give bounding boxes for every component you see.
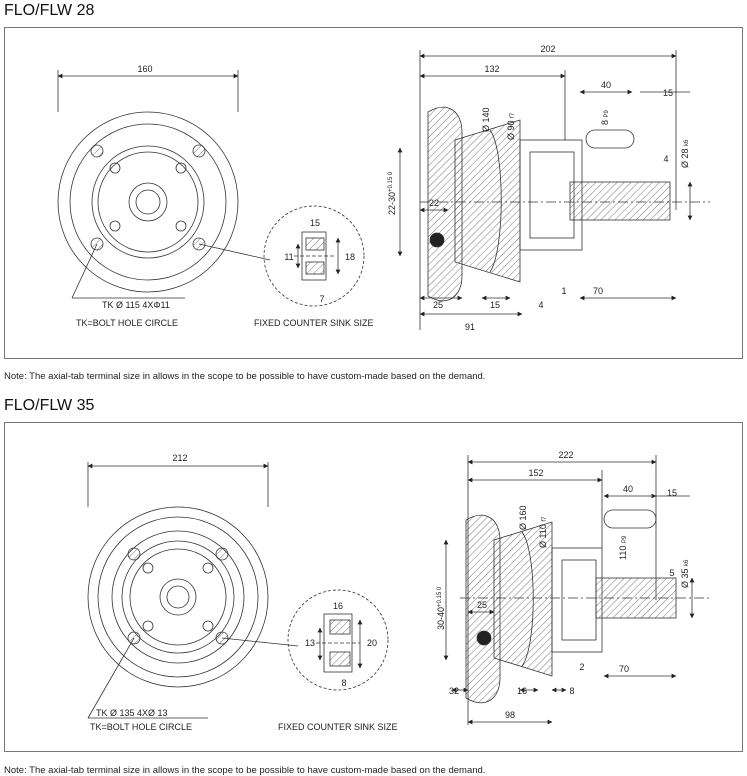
dim-vert-35: 30-40+0.15 0 [436, 586, 446, 630]
dim-b6-28: 91 [465, 322, 475, 332]
sink-bottom-35: 8 [341, 678, 346, 688]
dim-b3-28: 4 [538, 300, 543, 310]
dim-b4-35: 2 [579, 662, 584, 672]
dim-vert-28: 22-30+0.15 0 [387, 171, 397, 215]
dim-key-off-28: 15 [663, 88, 673, 98]
dim-b5-28: 70 [593, 286, 603, 296]
drawing-frame-35 [4, 422, 743, 752]
dim-key-w-35: 110 P9 [618, 535, 628, 560]
dim-hub-28: Ø 140 [481, 107, 491, 132]
bolt-circle-28: TK Ø 115 4XΦ11 [102, 300, 170, 310]
dim-bore-35: 25 [477, 600, 487, 610]
dim-key-len-35: 40 [623, 484, 633, 494]
dim-depth-28: 4 [663, 154, 668, 164]
bolt-legend-28: TK=BOLT HOLE CIRCLE [76, 318, 178, 328]
dim-key-w-28: 8 P9 [600, 109, 610, 125]
dim-pilot-28: Ø 90 f7 [506, 112, 516, 140]
dim-depth-35: 5 [669, 568, 674, 578]
dim-b4-28: 1 [561, 286, 566, 296]
dim-b2-28: 15 [490, 300, 500, 310]
dim-overall-35: 222 [558, 450, 573, 460]
dim-b6-35: 98 [505, 710, 515, 720]
sink-left-28: 11 [284, 252, 293, 262]
front-view-35 [87, 462, 299, 719]
dim-b1-28: 25 [433, 300, 443, 310]
side-view-28 [397, 50, 710, 330]
note-35: Note: The axial-tab terminal size in all… [4, 765, 486, 776]
dim-key-len-28: 40 [601, 80, 611, 90]
bolt-circle-35: TK Ø 135 4XØ 13 [96, 708, 168, 718]
dim-body-28: 132 [484, 64, 499, 74]
dim-shaft-35: Ø 35 k6 [680, 559, 690, 588]
dim-b2-35: 16 [517, 686, 527, 696]
front-diameter-35: 212 [172, 453, 187, 463]
dim-hub-35: Ø 160 [518, 505, 528, 530]
dim-b1-35: 32 [449, 686, 459, 696]
section-title-35: FLO/FLW 35 [4, 397, 95, 414]
dim-key-off-35: 15 [667, 488, 677, 498]
front-diameter-28: 160 [137, 64, 152, 74]
side-view-35 [443, 455, 712, 725]
dim-overall-28: 202 [540, 44, 555, 54]
sink-right-28: 18 [345, 252, 355, 262]
sink-top-28: 15 [310, 218, 320, 228]
front-view-28 [57, 70, 271, 299]
dim-bore-28: 22 [429, 198, 439, 208]
sink-label-28: FIXED COUNTER SINK SIZE [254, 318, 374, 328]
bolt-legend-35: TK=BOLT HOLE CIRCLE [90, 722, 192, 732]
dim-b5-35: 70 [619, 664, 629, 674]
drawing-frame-28 [4, 27, 743, 359]
note-28: Note: The axial-tab terminal size in all… [4, 371, 486, 382]
sink-right-35: 20 [367, 638, 377, 648]
counter-sink-detail-28 [263, 205, 365, 307]
section-title-28: FLO/FLW 28 [4, 2, 95, 19]
dim-pilot-35: Ø 110 f7 [538, 516, 548, 548]
dim-body-35: 152 [528, 468, 543, 478]
counter-sink-detail-35 [287, 589, 389, 691]
sink-top-35: 16 [333, 601, 343, 611]
dim-shaft-28: Ø 28 k6 [680, 139, 690, 168]
sink-bottom-28: 7 [319, 294, 324, 304]
dim-b3-35: 8 [569, 686, 574, 696]
sink-label-35: FIXED COUNTER SINK SIZE [278, 722, 398, 732]
sink-left-35: 13 [305, 638, 315, 648]
